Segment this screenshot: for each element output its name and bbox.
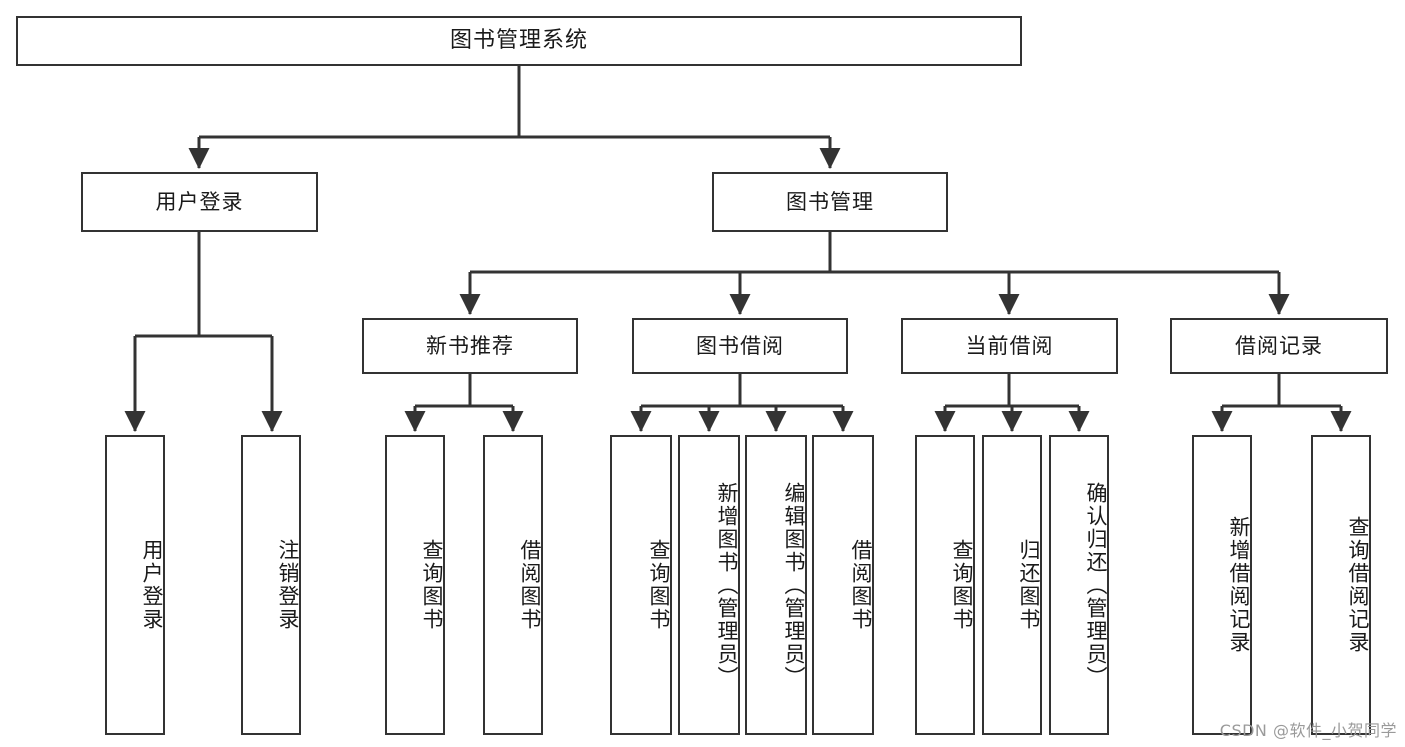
node-root[interactable]: 图书管理系统 bbox=[16, 16, 1022, 66]
node-leaf-add-borrow-rec[interactable]: 新增借阅记录 bbox=[1192, 435, 1252, 735]
node-leaf-borrow-book-rec-label: 借阅图书 bbox=[518, 539, 542, 631]
node-borrow-record[interactable]: 借阅记录 bbox=[1170, 318, 1388, 374]
node-leaf-add-book-admin-label: 新增图书（管理员） bbox=[715, 481, 739, 689]
edges-current-borrow-to-leaves bbox=[934, 374, 1090, 433]
node-leaf-query-book-bor[interactable]: 查询图书 bbox=[610, 435, 672, 735]
node-current-borrow[interactable]: 当前借阅 bbox=[901, 318, 1118, 374]
node-new-book-rec-label: 新书推荐 bbox=[426, 333, 514, 358]
node-leaf-borrow-book-bor[interactable]: 借阅图书 bbox=[812, 435, 874, 735]
node-leaf-query-book-cur[interactable]: 查询图书 bbox=[915, 435, 975, 735]
node-leaf-edit-book-admin[interactable]: 编辑图书（管理员） bbox=[745, 435, 807, 735]
node-leaf-logout-label: 注销登录 bbox=[276, 539, 300, 631]
node-user-login-label: 用户登录 bbox=[155, 189, 244, 214]
node-new-book-rec[interactable]: 新书推荐 bbox=[362, 318, 578, 374]
node-root-label: 图书管理系统 bbox=[449, 28, 588, 54]
edges-borrow-record-to-leaves bbox=[1211, 374, 1352, 433]
node-leaf-user-login-label: 用户登录 bbox=[140, 539, 164, 631]
node-leaf-query-book-bor-label: 查询图书 bbox=[647, 539, 671, 631]
node-book-borrow[interactable]: 图书借阅 bbox=[632, 318, 848, 374]
node-leaf-query-book-cur-label: 查询图书 bbox=[950, 539, 974, 631]
node-leaf-user-login[interactable]: 用户登录 bbox=[105, 435, 165, 735]
node-leaf-borrow-book-bor-label: 借阅图书 bbox=[849, 539, 873, 631]
node-leaf-add-borrow-rec-label: 新增借阅记录 bbox=[1227, 516, 1251, 654]
node-borrow-record-label: 借阅记录 bbox=[1235, 333, 1323, 358]
csdn-watermark: CSDN @软件_小贺同学 bbox=[1219, 721, 1397, 740]
node-book-manage-label: 图书管理 bbox=[786, 189, 874, 214]
edges-user-login-to-leaves bbox=[124, 232, 283, 433]
node-leaf-query-borrow-rec[interactable]: 查询借阅记录 bbox=[1311, 435, 1371, 735]
node-leaf-confirm-return-label: 确认归还（管理员） bbox=[1084, 481, 1108, 689]
edges-book-borrow-to-leaves bbox=[630, 374, 854, 433]
node-leaf-logout[interactable]: 注销登录 bbox=[241, 435, 301, 735]
node-leaf-return-book[interactable]: 归还图书 bbox=[982, 435, 1042, 735]
node-leaf-add-book-admin[interactable]: 新增图书（管理员） bbox=[678, 435, 740, 735]
node-user-login[interactable]: 用户登录 bbox=[81, 172, 318, 232]
node-book-borrow-label: 图书借阅 bbox=[696, 333, 784, 358]
node-leaf-borrow-book-rec[interactable]: 借阅图书 bbox=[483, 435, 543, 735]
edges-new-book-rec-to-leaves bbox=[404, 374, 524, 433]
edges-root-to-level2 bbox=[188, 66, 841, 170]
edges-book-manage-to-level3 bbox=[459, 232, 1290, 316]
node-leaf-return-book-label: 归还图书 bbox=[1017, 539, 1041, 631]
node-leaf-query-borrow-rec-label: 查询借阅记录 bbox=[1346, 516, 1370, 654]
node-current-borrow-label: 当前借阅 bbox=[965, 333, 1054, 358]
node-leaf-query-book-rec-label: 查询图书 bbox=[420, 539, 444, 631]
node-leaf-edit-book-admin-label: 编辑图书（管理员） bbox=[782, 481, 806, 689]
node-leaf-confirm-return[interactable]: 确认归还（管理员） bbox=[1049, 435, 1109, 735]
node-leaf-query-book-rec[interactable]: 查询图书 bbox=[385, 435, 445, 735]
node-book-manage[interactable]: 图书管理 bbox=[712, 172, 948, 232]
